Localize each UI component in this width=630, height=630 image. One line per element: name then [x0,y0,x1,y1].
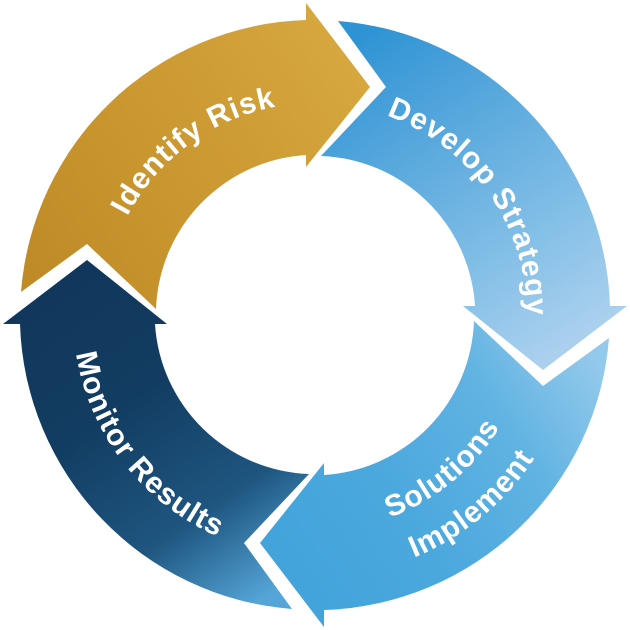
arrow-monitor-results [3,260,309,609]
arrow-develop-strategy [321,21,627,370]
arrow-identify-risk [21,3,370,309]
